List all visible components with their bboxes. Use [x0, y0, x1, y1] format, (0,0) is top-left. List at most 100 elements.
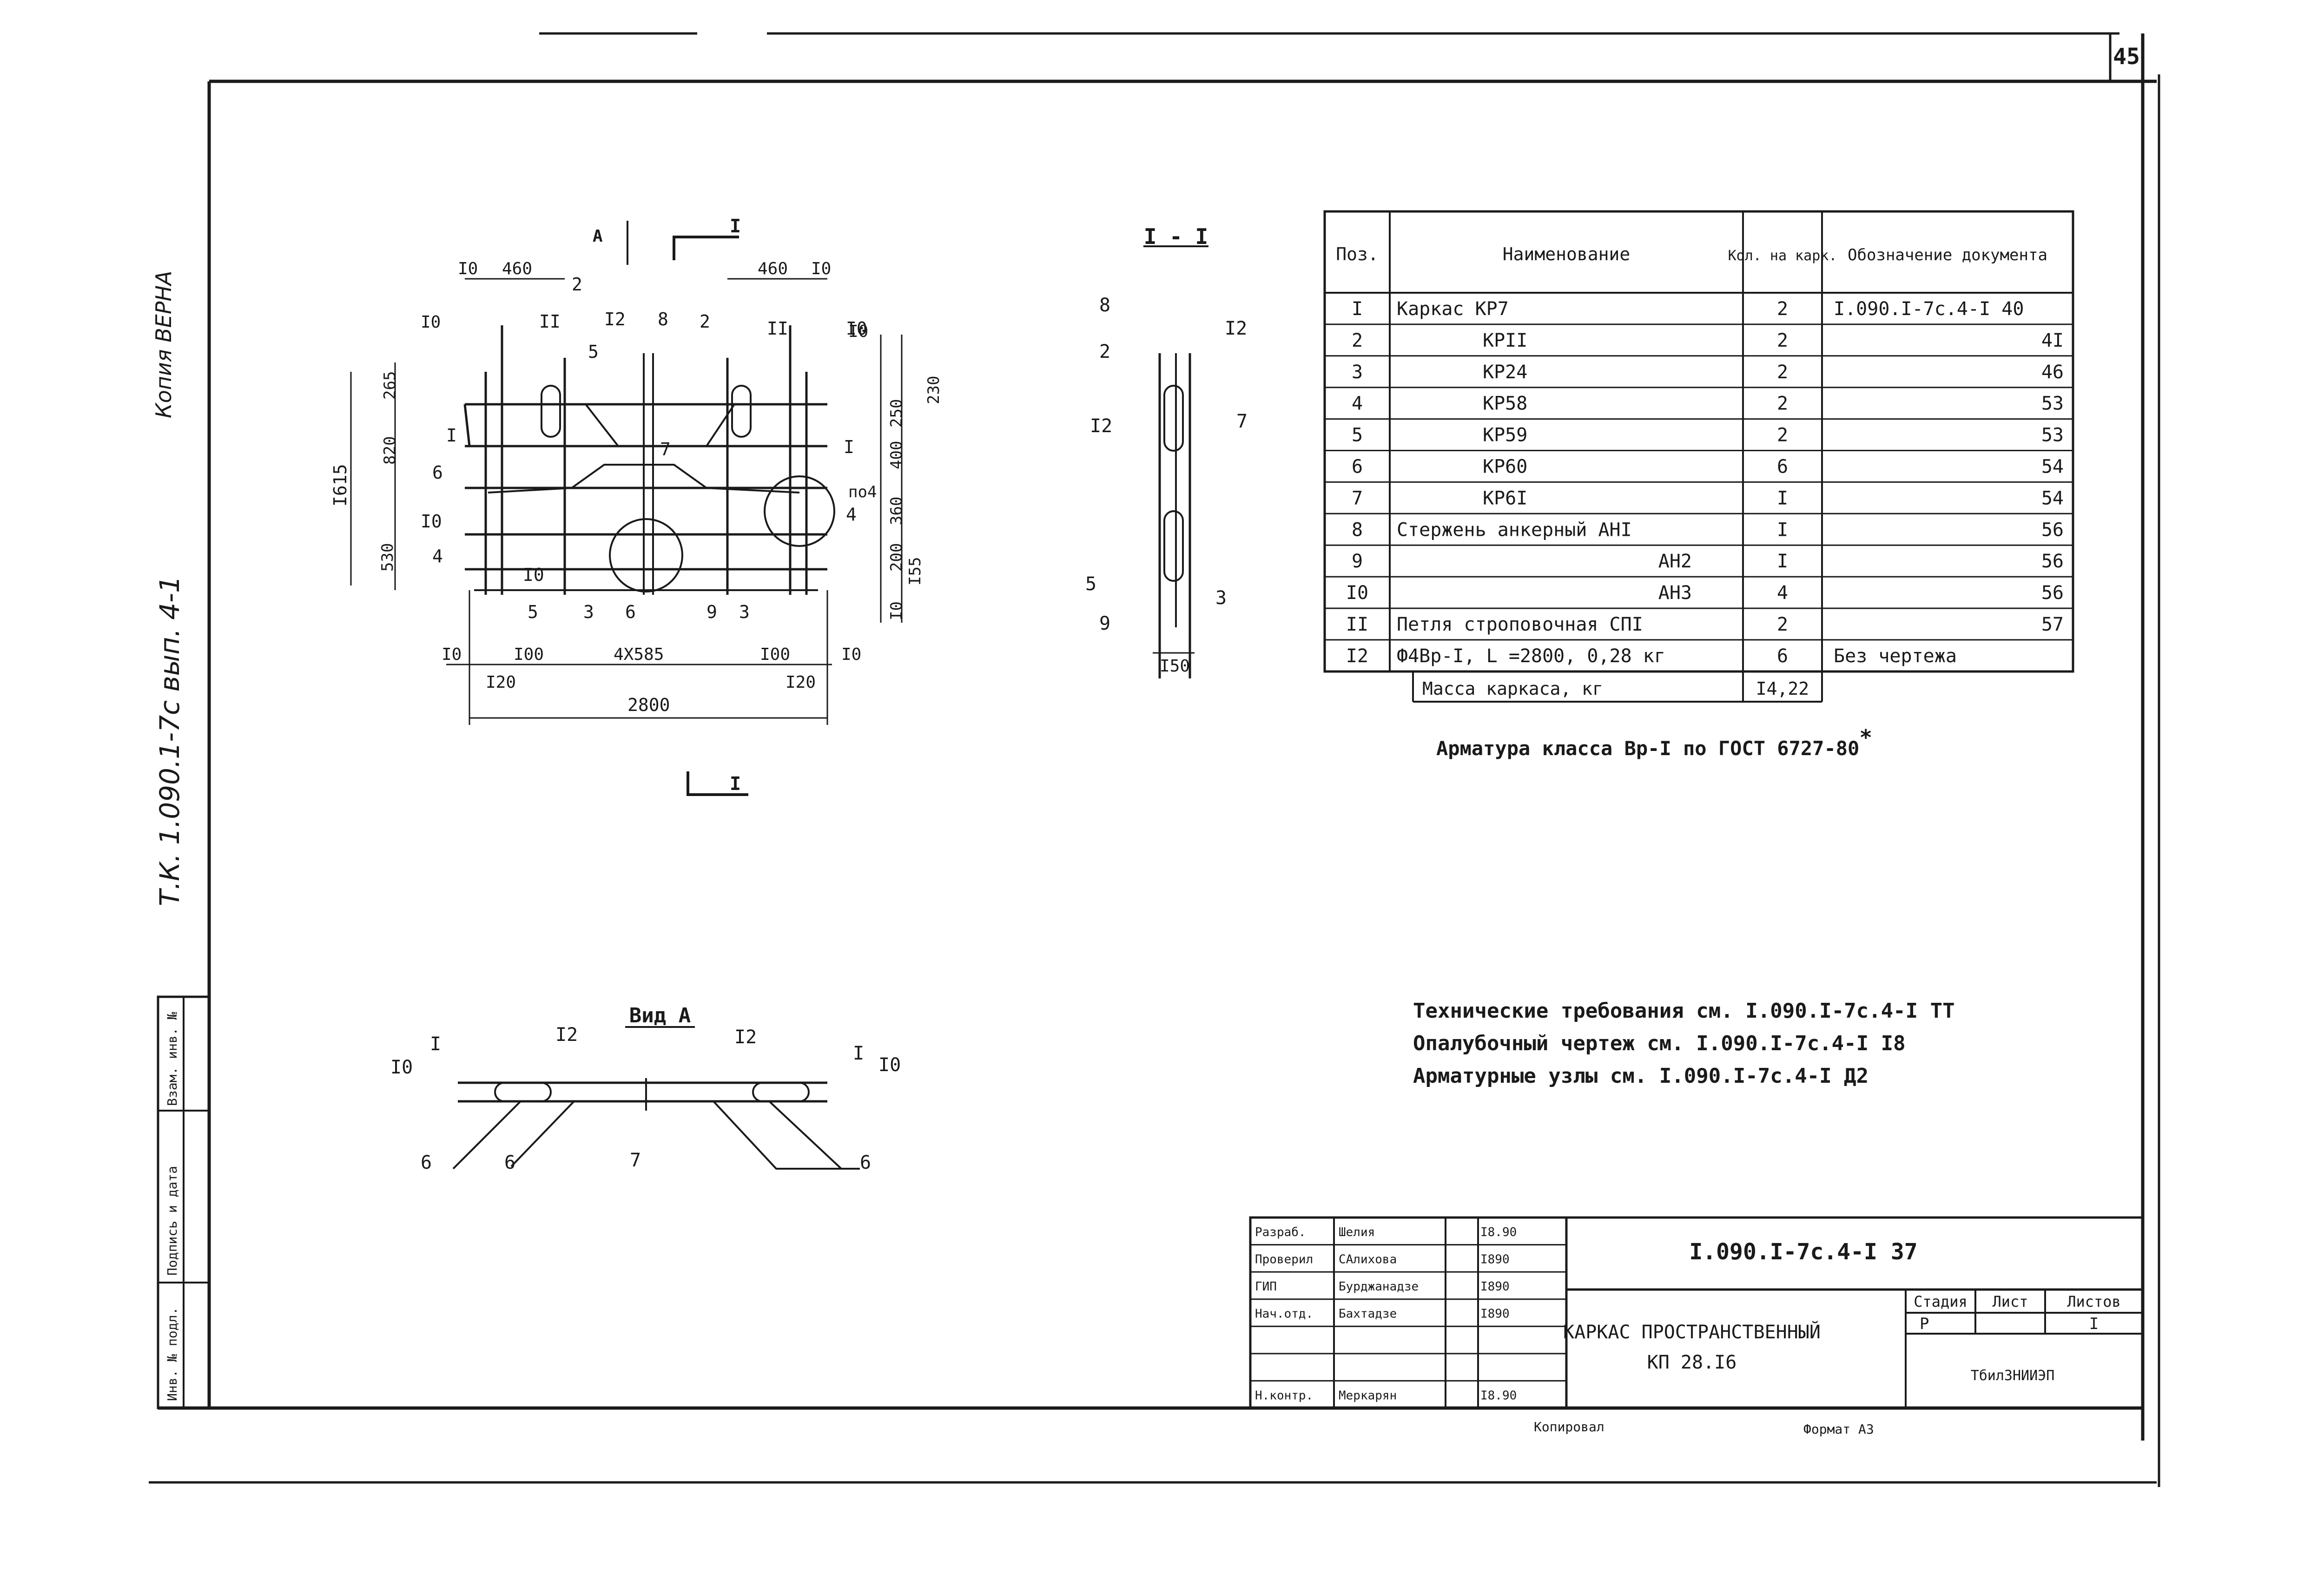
tb-date: I890 — [1480, 1253, 1510, 1267]
sheet-label: Лист — [1992, 1293, 2028, 1310]
format-label: Формат А3 — [1803, 1422, 1874, 1437]
table-cell-doc: I.090.I-7с.4-I 40 — [1834, 298, 2024, 320]
section-title: I - I — [1144, 224, 1208, 249]
table-cell-pos: 4 — [1352, 393, 1363, 415]
plan-dim: 460 — [758, 259, 788, 278]
plan-callout: 3 — [583, 602, 594, 622]
table-cell-qty: I — [1777, 519, 1788, 540]
stage-value: Р — [1920, 1315, 1929, 1333]
view-a-callout: I2 — [734, 1027, 757, 1048]
table-cell-pos: 3 — [1352, 362, 1363, 383]
plan-dim: I0 — [841, 645, 861, 664]
section-callout: I2 — [1225, 318, 1247, 339]
view-a-callout: I0 — [878, 1054, 901, 1076]
plan-dim: 265 — [381, 371, 399, 400]
plan-callout: по4 — [848, 483, 877, 501]
table-cell-pos: 7 — [1352, 487, 1363, 509]
table-cell-pos: 8 — [1352, 519, 1363, 540]
tb-name: Бахтадзе — [1339, 1307, 1397, 1321]
tb-name: Шелия — [1339, 1225, 1375, 1239]
plan-callout: I0 — [846, 318, 867, 339]
table-cell-name: КР58 — [1483, 393, 1527, 415]
table-cell-doc: 53 — [2041, 393, 2064, 415]
sheets-label: Листов — [2067, 1293, 2121, 1310]
table-cell-name: КРII — [1483, 330, 1527, 351]
table-cell-name: Ф4Вр-I, L =2800, 0,28 кг — [1397, 645, 1665, 667]
plan-callout: 8 — [658, 309, 668, 329]
table-cell-doc: 54 — [2041, 456, 2064, 478]
plan-callout: 3 — [739, 602, 750, 622]
view-a-callout: 7 — [630, 1150, 641, 1171]
view-a-callout: 6 — [860, 1152, 871, 1173]
section-callout: 5 — [1085, 573, 1096, 595]
plan-callout: 7 — [660, 439, 671, 460]
section-callout: I2 — [1090, 415, 1112, 437]
plan-dim: 400 — [887, 441, 906, 469]
view-a-callout: 6 — [421, 1152, 432, 1173]
table-cell-doc: 56 — [2041, 582, 2064, 604]
plan-callout: 2 — [572, 274, 582, 295]
series-note: Т.К. 1.090.1-7с вып. 4-1 — [154, 576, 185, 906]
tb-role: Проверил — [1255, 1253, 1313, 1267]
plan-callout: I0 — [523, 565, 544, 585]
plan-callout: 4 — [432, 546, 443, 566]
plan-callout: 6 — [432, 462, 443, 483]
table-cell-qty: 6 — [1777, 456, 1788, 478]
section-callout: 3 — [1215, 587, 1227, 609]
technical-note: Опалубочный чертеж см. I.090.I-7с.4-I I8 — [1413, 1032, 1906, 1055]
rebar-note-text: Арматура класса Вр-I по ГОСТ 6727-80 — [1436, 737, 1859, 760]
plan-callout: 5 — [528, 602, 538, 622]
tb-name: Меркарян — [1339, 1389, 1397, 1402]
tb-date: I8.90 — [1480, 1225, 1517, 1239]
table-cell-name: КР60 — [1483, 456, 1527, 478]
plan-dim: 530 — [378, 543, 397, 572]
table-header-qty: Кол. на карк. — [1728, 248, 1837, 264]
inv-replace-label: Взам. инв. № — [165, 1012, 180, 1106]
plan-callout: I — [446, 425, 457, 446]
mass-label: Масса каркаса, кг — [1422, 678, 1603, 699]
plan-callout: 2 — [700, 311, 710, 332]
section-callout: 2 — [1099, 341, 1110, 362]
table-cell-name: Петля строповочная СПI — [1397, 614, 1643, 635]
tb-role: Разраб. — [1255, 1225, 1306, 1239]
table-cell-qty: I — [1777, 551, 1788, 572]
table-header-pos: Поз. — [1336, 244, 1379, 264]
plan-view-labels: I I А I0 460 460 I0 I0 I0 265 820 I615 5… — [330, 216, 943, 795]
plan-callout: 9 — [706, 602, 717, 622]
table-cell-qty: 2 — [1777, 393, 1788, 415]
table-cell-doc: 54 — [2041, 487, 2064, 509]
plan-callout: 6 — [625, 602, 636, 622]
table-cell-name: КР59 — [1483, 425, 1527, 446]
copy-verified-note: Копия ВЕРНА — [151, 271, 176, 419]
plan-dim: 4X585 — [614, 645, 664, 664]
table-cell-qty: 4 — [1777, 582, 1788, 604]
table-cell-doc: 56 — [2041, 519, 2064, 540]
plan-dim: I0 — [442, 645, 462, 664]
table-cell-qty: 2 — [1777, 330, 1788, 351]
plan-dim: 460 — [502, 259, 532, 278]
mass-value: I4,22 — [1756, 678, 1809, 699]
tb-role: ГИП — [1255, 1280, 1277, 1294]
section-view: I - I 8 I2 2 I2 7 5 9 3 I50 — [1085, 224, 1248, 678]
rebar-note: Арматура класса Вр-I по ГОСТ 6727-80* — [1436, 725, 1872, 760]
spec-table: Поз. Наименование Кол. на карк. Обозначе… — [1323, 210, 2074, 703]
section-callout: 8 — [1099, 295, 1110, 316]
plan-dim: 250 — [887, 399, 906, 428]
plan-callout: II — [767, 318, 788, 339]
plan-dim: I0 — [887, 601, 906, 620]
plan-dim: I55 — [906, 557, 924, 586]
plan-dim: I00 — [760, 645, 790, 664]
table-cell-pos: I — [1352, 298, 1363, 320]
tb-role: Н.контр. — [1255, 1389, 1313, 1402]
table-cell-pos: 9 — [1352, 551, 1363, 572]
table-cell-pos: I0 — [1346, 582, 1368, 604]
doc-code: I.090.I-7с.4-I 37 — [1689, 1239, 1917, 1265]
section-callout: 7 — [1236, 411, 1248, 432]
view-a-callout: I — [853, 1043, 864, 1064]
table-cell-pos: I2 — [1346, 645, 1368, 667]
plan-view — [350, 221, 903, 796]
side-stamp: Инв. № подл. Подпись и дата Взам. инв. № — [157, 995, 211, 1409]
plan-callout: I — [844, 437, 854, 457]
plan-dim: 200 — [887, 543, 906, 572]
